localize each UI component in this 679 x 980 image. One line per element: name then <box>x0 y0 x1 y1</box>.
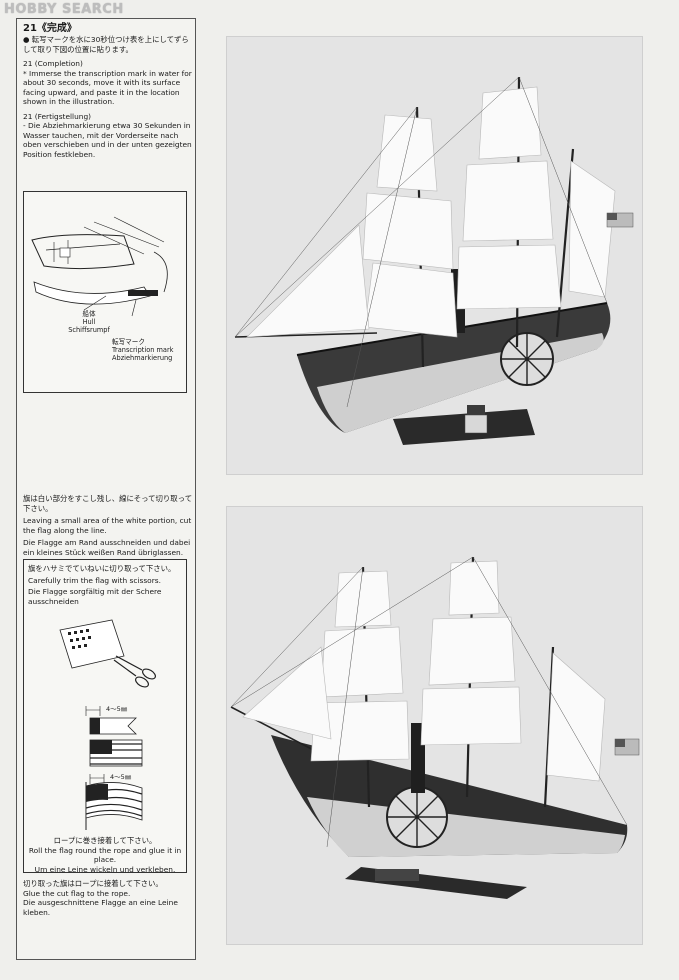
flag-glue-text: 切り取った旗はロープに接着して下さい。 Glue the cut flag to… <box>23 879 193 917</box>
flag-cut-de: Die Flagge am Rand ausschneiden und dabe… <box>23 538 191 557</box>
hull-label-jp: 船体 <box>82 310 96 318</box>
step-21-de: - Die Abziehmarkierung etwa 30 Sekunden … <box>23 121 192 159</box>
mark-label: 転写マーク Transcription mark Abziehmarkierun… <box>112 338 186 362</box>
flag-cut-jp: 旗は白い部分をすこし残し、線にそって切り取って下さい。 <box>23 494 193 513</box>
hull-label-de: Schiffsrumpf <box>68 326 110 334</box>
mark-label-jp: 転写マーク <box>112 338 145 346</box>
flag-illustration <box>59 619 156 830</box>
dimension-label-2: 4～5㎜ <box>110 773 132 781</box>
hull-label: 船体 Hull Schiffsrumpf <box>64 310 114 334</box>
flag-box-de: Die Flagge sorgfältig mit der Schere aus… <box>28 587 162 606</box>
step-21-en: * Immerse the transcription mark in wate… <box>23 68 192 107</box>
ship-model-image-1 <box>227 37 642 474</box>
flag-glue-de: Die ausgeschnittene Flagge an eine Leine… <box>23 898 178 917</box>
step-21-en-heading: 21 (Completion) <box>23 59 83 68</box>
flag-cut-en: Leaving a small area of the white portio… <box>23 516 192 535</box>
flag-box-jp: 旗をハサミでていねいに切り取って下さい。 <box>28 564 176 573</box>
mark-label-de: Abziehmarkierung <box>112 354 173 362</box>
flag-roll-en: Roll the flag round the rope and glue it… <box>28 845 182 865</box>
step-21-text: 21《完成》 ● 転写マークを水に30秒位つけ表を上にしてずらして取り下図の位置… <box>23 23 193 159</box>
decal-diagram: 船体 Hull Schiffsrumpf 転写マーク Transcription… <box>23 191 187 393</box>
flag-roll-de: Um eine Leine wickeln und verkleben. <box>34 864 176 874</box>
flag-box-text: 旗をハサミでていねいに切り取って下さい。 Carefully trim the … <box>28 564 182 606</box>
step-title: 21《完成》 <box>23 23 77 34</box>
step-21-jp: ● 転写マークを水に30秒位つけ表を上にしてずらして取り下図の位置に貼ります。 <box>23 35 189 54</box>
ship-photo-top <box>226 36 643 475</box>
flag-roll-text: ロープに巻き接着して下さい。 Roll the flag round the r… <box>28 836 182 874</box>
mark-label-en: Transcription mark <box>112 346 174 354</box>
dimension-label-1: 4～5㎜ <box>106 705 128 713</box>
hull-label-en: Hull <box>82 318 96 326</box>
flag-glue-jp: 切り取った旗はロープに接着して下さい。 <box>23 879 163 888</box>
flag-glue-en: Glue the cut flag to the rope. <box>23 888 131 898</box>
hull-illustration <box>31 216 168 317</box>
scissors-icon <box>113 655 156 688</box>
flag-diagram: 旗をハサミでていねいに切り取って下さい。 Carefully trim the … <box>23 559 187 874</box>
ship-model-image-2 <box>227 507 642 944</box>
flag-roll-jp: ロープに巻き接着して下さい。 <box>53 836 157 845</box>
step-21-de-heading: 21 (Fertigstellung) <box>23 111 92 121</box>
flag-box-en: Carefully trim the flag with scissors. <box>28 575 161 585</box>
flag-sheet-icon <box>59 619 125 669</box>
instructions-column: 21《完成》 ● 転写マークを水に30秒位つけ表を上にしてずらして取り下図の位置… <box>16 18 196 960</box>
flag-cut-text: 旗は白い部分をすこし残し、線にそって切り取って下さい。 Leaving a sm… <box>23 494 193 557</box>
watermark-logo: HOBBY SEARCH <box>4 2 124 17</box>
ship-photo-bottom <box>226 506 643 945</box>
